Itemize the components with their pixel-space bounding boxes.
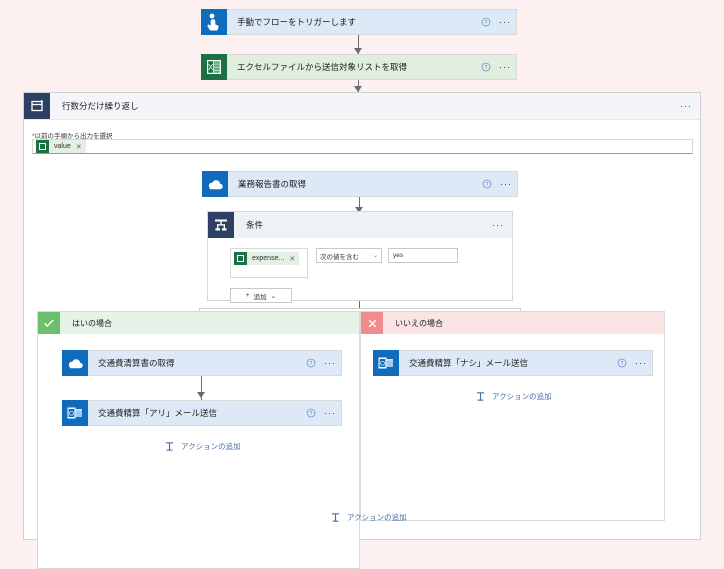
help-icon[interactable]: ?	[303, 408, 319, 418]
get-report-title: 業務報告書の取得	[228, 178, 479, 190]
svg-text:O: O	[380, 360, 385, 367]
get-report-menu-button[interactable]: ···	[495, 181, 517, 187]
value-token[interactable]: value ✕	[36, 140, 86, 153]
check-icon	[38, 312, 60, 334]
flow-designer-canvas: 手動でフローをトリガーします ? ··· X エクセルファイルから送信対象リスト…	[0, 0, 724, 553]
condition-icon	[208, 212, 234, 238]
expense-token-remove[interactable]: ✕	[289, 255, 295, 263]
value-token-label: value	[49, 143, 76, 150]
condition-title: 条件	[234, 219, 484, 231]
condition-header[interactable]: 条件 ···	[208, 212, 512, 238]
yes-branch-label: はいの場合	[60, 318, 112, 329]
yes-action-card-1[interactable]: 交通費清算書の取得 ? ···	[62, 350, 342, 376]
branch-split-line	[199, 308, 520, 309]
condition-card: 条件 ··· expense... ✕ 次の値	[207, 211, 513, 301]
trigger-menu-button[interactable]: ···	[494, 19, 516, 25]
yes-action-1-title: 交通費清算書の取得	[88, 357, 303, 369]
excel-icon: X	[201, 54, 227, 80]
trigger-card[interactable]: 手動でフローをトリガーします ? ···	[201, 9, 517, 35]
chevron-down-icon: ⌄	[271, 292, 276, 300]
svg-text:?: ?	[310, 361, 313, 367]
get-report-card[interactable]: 業務報告書の取得 ? ···	[202, 171, 518, 197]
yes-action-2-title: 交通費精算「アリ」メール送信	[88, 407, 303, 419]
condition-body: expense... ✕ 次の値を含む ⌄ yes + 追加 ⌄	[208, 238, 512, 303]
loop-title: 行数分だけ繰り返し	[50, 100, 672, 112]
condition-add-button[interactable]: + 追加 ⌄	[230, 288, 292, 303]
yes-action-1-menu-button[interactable]: ···	[319, 360, 341, 366]
help-icon[interactable]: ?	[478, 62, 494, 72]
no-action-card-1[interactable]: O 交通費精算「ナシ」メール送信 ? ···	[373, 350, 653, 376]
onedrive-icon	[202, 171, 228, 197]
svg-text:O: O	[69, 410, 74, 417]
condition-menu-button[interactable]: ···	[484, 220, 512, 230]
add-action-icon	[163, 440, 176, 453]
svg-text:?: ?	[485, 20, 488, 26]
condition-operator-value: 次の値を含む	[320, 251, 359, 261]
get-list-title: エクセルファイルから送信対象リストを取得	[227, 61, 478, 73]
yes-branch-add-action[interactable]: アクションの追加	[163, 440, 241, 453]
plus-icon: +	[246, 292, 250, 299]
loop-output-input[interactable]: value ✕	[32, 139, 693, 154]
svg-text:X: X	[208, 63, 214, 72]
trigger-title: 手動でフローをトリガーします	[227, 16, 478, 28]
yes-branch-add-action-label: アクションの追加	[181, 441, 241, 452]
loop-container: 行数分だけ繰り返し ··· *以前の手順から出力を選択 value ✕ 業務報告…	[23, 92, 701, 540]
expense-token-label: expense...	[247, 255, 289, 262]
outlook-icon: O	[62, 400, 88, 426]
svg-text:?: ?	[310, 411, 313, 417]
help-icon[interactable]: ?	[614, 358, 630, 368]
value-token-remove[interactable]: ✕	[76, 143, 82, 151]
loop-add-action-label: アクションの追加	[347, 512, 407, 523]
add-action-icon	[329, 511, 342, 524]
help-icon[interactable]: ?	[479, 179, 495, 189]
condition-right-input[interactable]: yes	[388, 248, 458, 263]
get-list-card[interactable]: X エクセルファイルから送信対象リストを取得 ? ···	[201, 54, 517, 80]
loop-menu-button[interactable]: ···	[672, 101, 700, 111]
loop-header[interactable]: 行数分だけ繰り返し ···	[24, 93, 700, 120]
yes-action-2-menu-button[interactable]: ···	[319, 410, 341, 416]
condition-left-input[interactable]: expense... ✕	[230, 248, 308, 278]
condition-operator-select[interactable]: 次の値を含む ⌄	[316, 248, 382, 263]
close-icon	[361, 312, 383, 334]
get-list-menu-button[interactable]: ···	[494, 64, 516, 70]
add-action-icon	[474, 390, 487, 403]
onedrive-icon	[62, 350, 88, 376]
no-branch-label: いいえの場合	[383, 318, 443, 329]
excel-token-icon	[36, 140, 49, 153]
manual-trigger-icon	[201, 9, 227, 35]
condition-right-value: yes	[393, 252, 403, 259]
no-action-1-menu-button[interactable]: ···	[630, 360, 652, 366]
no-branch-header: いいえの場合	[361, 312, 664, 334]
svg-text:?: ?	[486, 182, 489, 188]
no-branch-add-action[interactable]: アクションの追加	[474, 390, 552, 403]
yes-branch: はいの場合 交通費清算書の取得 ? ··· O 交通費精算「アリ」メール送信	[37, 311, 360, 569]
condition-add-label: 追加	[254, 291, 267, 301]
help-icon[interactable]: ?	[478, 17, 494, 27]
connector-arrow	[197, 392, 205, 398]
expense-token[interactable]: expense... ✕	[234, 252, 299, 265]
loop-add-action[interactable]: アクションの追加	[329, 511, 407, 524]
condition-row: expense... ✕ 次の値を含む ⌄ yes	[230, 248, 512, 278]
excel-token-icon	[234, 252, 247, 265]
yes-action-card-2[interactable]: O 交通費精算「アリ」メール送信 ? ···	[62, 400, 342, 426]
no-branch-add-action-label: アクションの追加	[492, 391, 552, 402]
chevron-down-icon: ⌄	[373, 252, 378, 259]
yes-branch-header: はいの場合	[38, 312, 359, 334]
no-branch: いいえの場合 O 交通費精算「ナシ」メール送信 ? ··· アクションの追加	[360, 311, 665, 521]
svg-text:?: ?	[485, 65, 488, 71]
svg-text:?: ?	[621, 361, 624, 367]
outlook-icon: O	[373, 350, 399, 376]
loop-icon	[24, 93, 50, 119]
no-action-1-title: 交通費精算「ナシ」メール送信	[399, 357, 614, 369]
help-icon[interactable]: ?	[303, 358, 319, 368]
